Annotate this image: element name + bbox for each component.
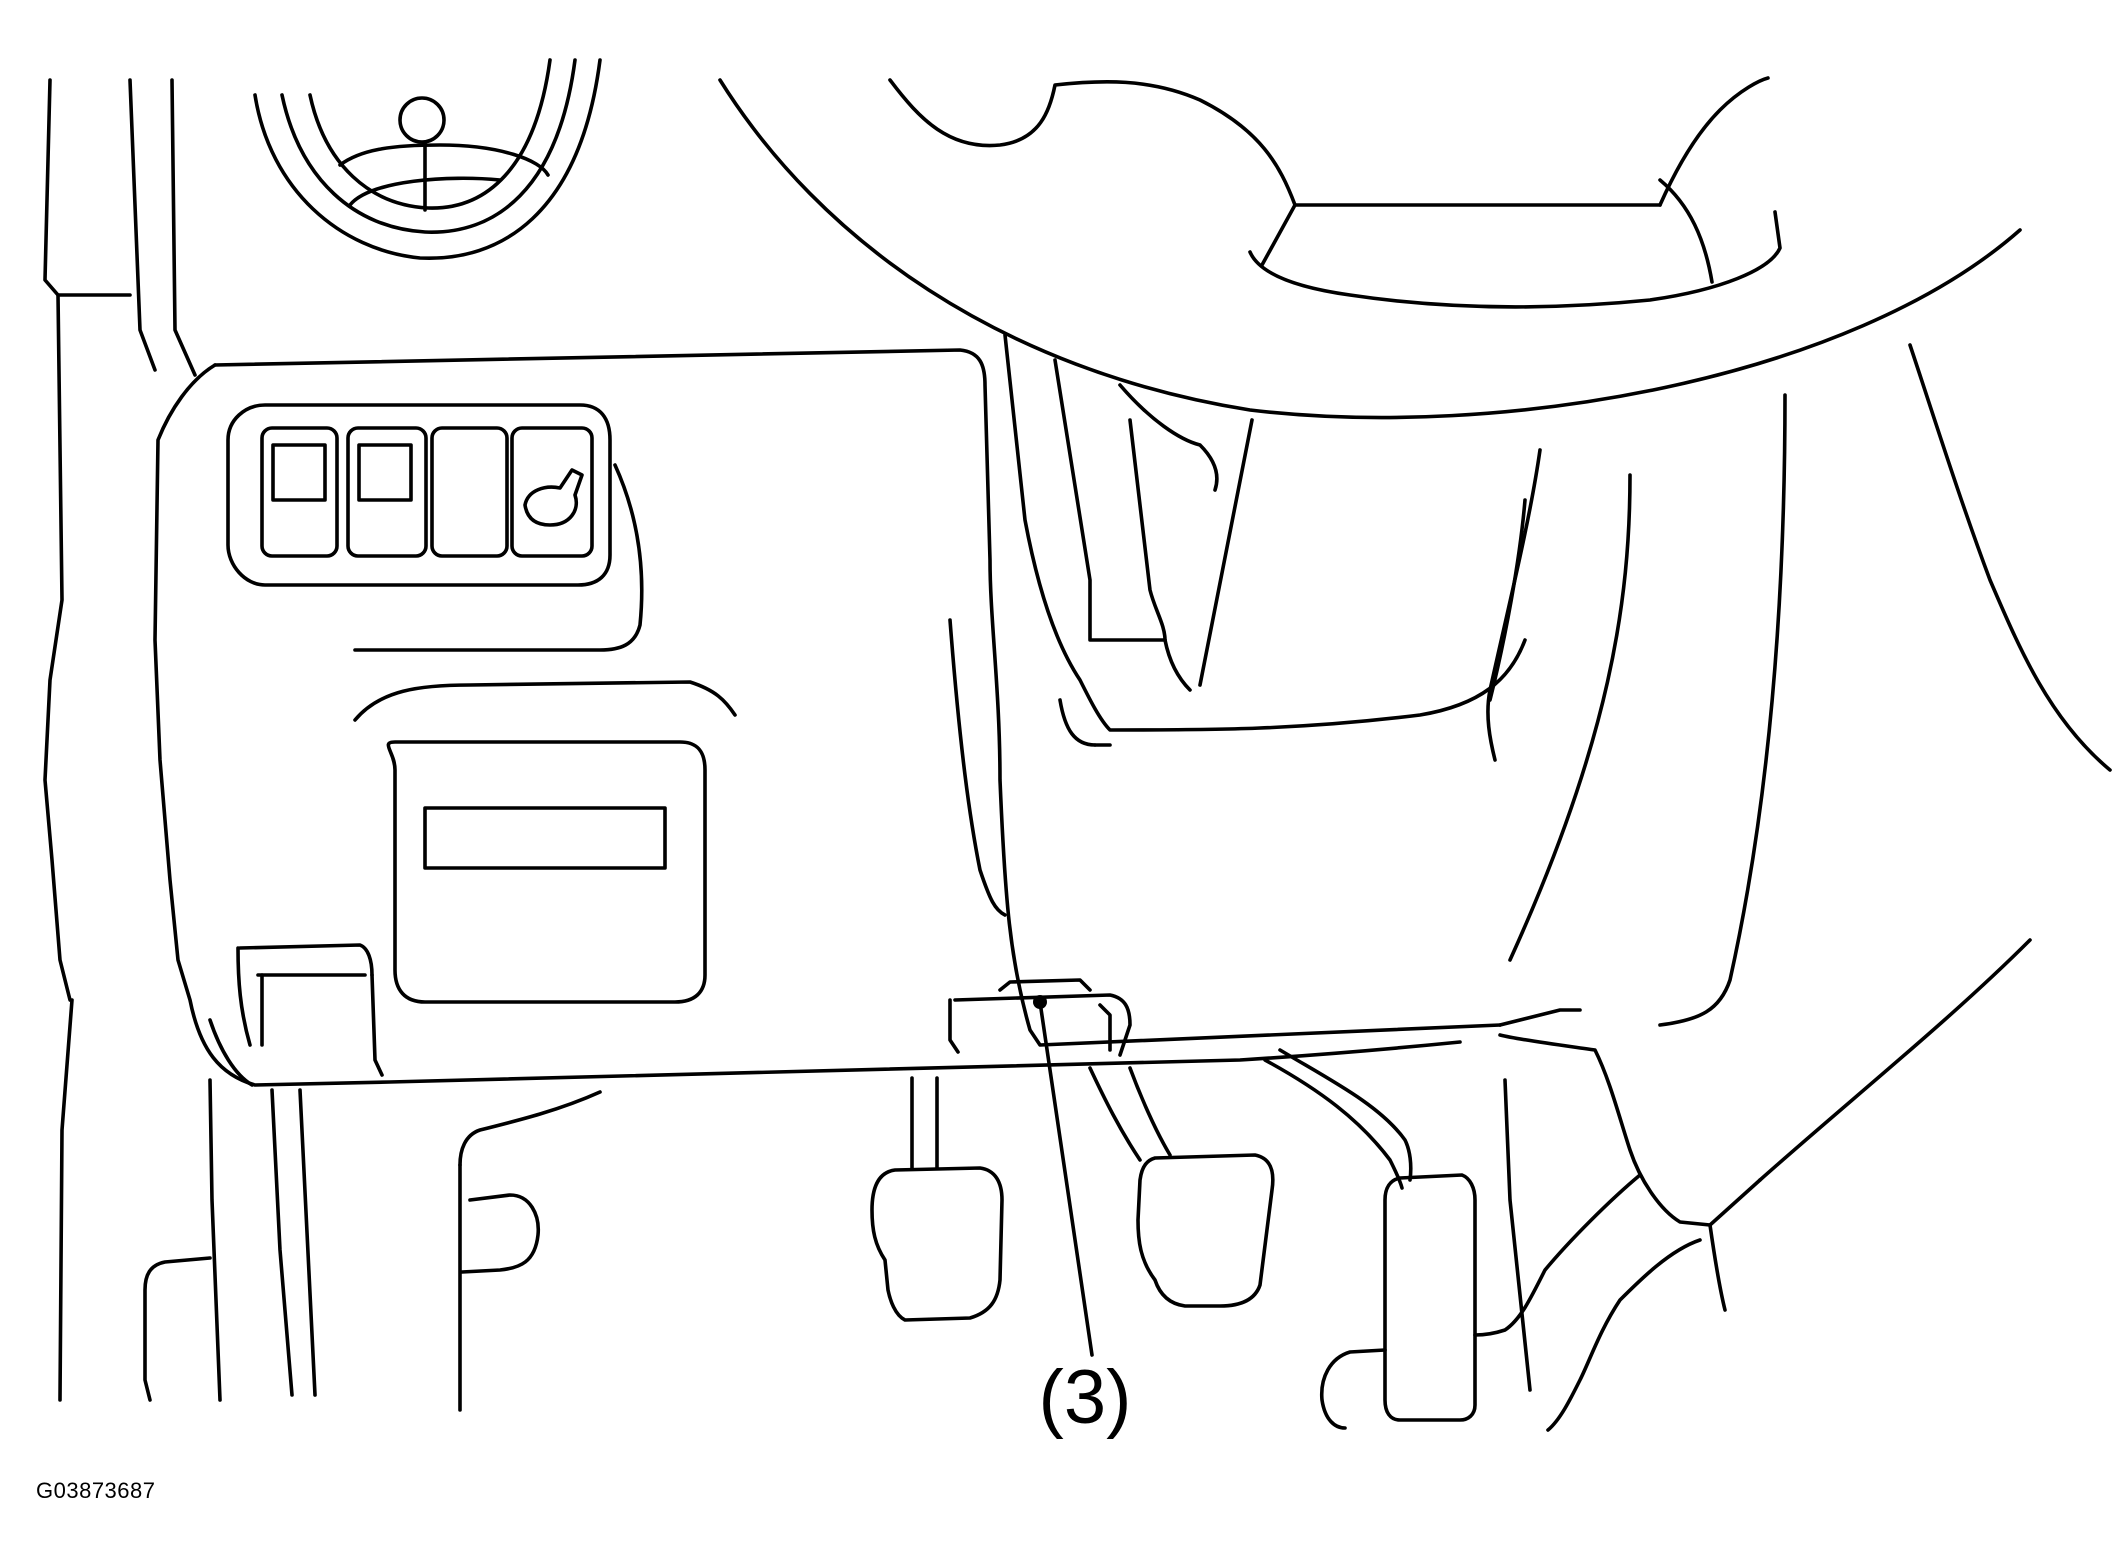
- pedals: [870, 1048, 1477, 1430]
- switch-panel: [226, 403, 612, 587]
- steering-wheel: [718, 76, 2022, 762]
- hood-release: [208, 943, 384, 1087]
- right-trim: [1498, 343, 2112, 1027]
- callout-leader-line: [1038, 1000, 1094, 1357]
- lower-instrument-panel: [153, 348, 1502, 1087]
- air-vent: [253, 58, 602, 260]
- callout-label-3: (3): [1038, 1355, 1132, 1440]
- figure-id: G03873687: [36, 1478, 156, 1503]
- fuse-box-cover: [386, 740, 707, 1004]
- kick-panel: [143, 1078, 602, 1412]
- data-link-connector: [948, 978, 1132, 1357]
- left-pillar: [43, 78, 197, 1402]
- floor-trim: [1473, 938, 2032, 1432]
